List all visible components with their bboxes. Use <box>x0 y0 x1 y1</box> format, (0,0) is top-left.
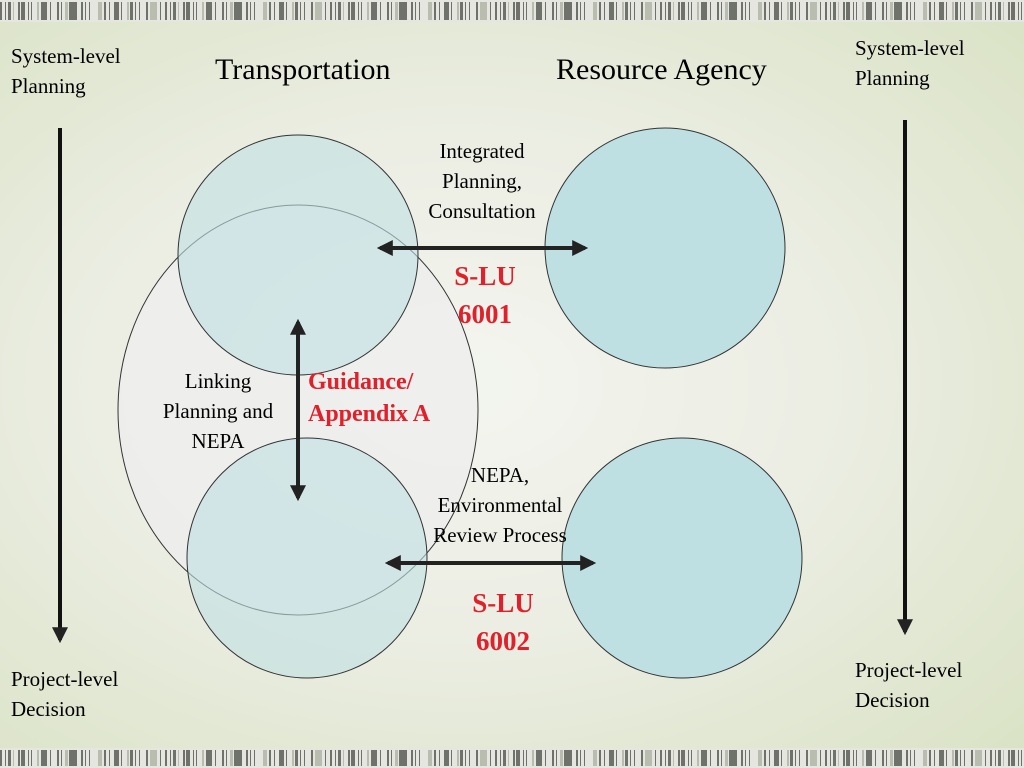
guidance-appendix-label: Guidance/ Appendix A <box>308 369 431 427</box>
linking-planning-text: Linking Planning and NEPA <box>162 369 274 453</box>
integrated-planning-text: Integrated Planning, Consultation <box>428 139 536 223</box>
right-system-level-label: System-level Planning <box>855 36 965 90</box>
resource-project-circle <box>561 437 803 679</box>
slu-6002-label: S-LU 6002 <box>472 588 534 656</box>
bottom-barcode-decoration <box>0 748 1024 768</box>
slu-6001-label: S-LU 6001 <box>454 261 516 329</box>
transportation-project-circle <box>186 437 428 679</box>
right-project-level-label: Project-level Decision <box>855 658 963 712</box>
transportation-heading: Transportation <box>215 53 391 86</box>
left-system-level-label: System-level Planning <box>11 44 121 98</box>
resource-agency-heading: Resource Agency <box>556 53 767 86</box>
top-barcode-decoration <box>0 0 1024 22</box>
left-project-level-label: Project-level Decision <box>11 667 119 721</box>
nepa-review-text: NEPA, Environmental Review Process <box>433 463 567 547</box>
